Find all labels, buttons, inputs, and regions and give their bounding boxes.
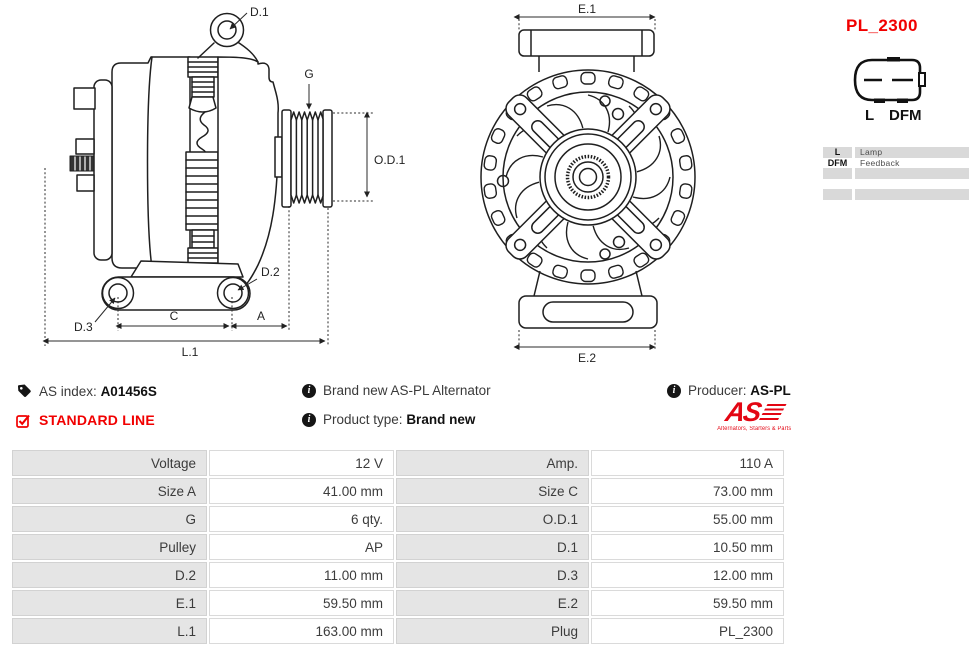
producer-label: Producer: [688, 383, 747, 398]
dim-label-e2: E.2 [578, 351, 596, 365]
spec-value: 55.00 mm [591, 506, 784, 532]
table-row: Pulley AP D.1 10.50 mm [12, 534, 784, 560]
spec-value: 6 qty. [209, 506, 394, 532]
logo-tagline: Alternators, Starters & Parts [716, 426, 792, 432]
table-row: L.1 163.00 mm Plug PL_2300 [12, 618, 784, 644]
info-icon: i [667, 383, 681, 398]
as-index-label: AS index: [39, 383, 97, 399]
spec-value: PL_2300 [591, 618, 784, 644]
legend-row [823, 189, 969, 200]
table-row: Size A 41.00 mm Size C 73.00 mm [12, 478, 784, 504]
spec-value: 59.50 mm [209, 590, 394, 616]
table-row: E.1 59.50 mm E.2 59.50 mm [12, 590, 784, 616]
legend-key [823, 179, 852, 190]
spec-label: Voltage [12, 450, 207, 476]
as-index-value: A01456S [100, 383, 157, 399]
spec-value: 12.00 mm [591, 562, 784, 588]
spec-value: AP [209, 534, 394, 560]
spec-value: 10.50 mm [591, 534, 784, 560]
legend-row: DFM Feedback [823, 158, 969, 169]
producer-row: i Producer: AS-PL [667, 383, 791, 398]
product-line-label: STANDARD LINE [39, 412, 155, 428]
dim-label-d1: D.1 [250, 5, 269, 19]
alternator-front-view-drawing: E.1 E.2 [480, 2, 696, 365]
spec-label: Size C [396, 478, 589, 504]
description-row: i Brand new AS-PL Alternator [302, 383, 491, 398]
plug-pin-label-dfm: DFM [889, 107, 922, 124]
legend-row [823, 179, 969, 190]
plug-pin-label-l: L [865, 107, 875, 124]
threaded-stud [69, 155, 95, 172]
spec-value: 59.50 mm [591, 590, 784, 616]
spec-label: E.2 [396, 590, 589, 616]
spec-label: E.1 [12, 590, 207, 616]
info-icon: i [302, 383, 316, 398]
spec-value: 12 V [209, 450, 394, 476]
spec-table: Voltage 12 V Amp. 110 A Size A 41.00 mm … [10, 448, 786, 646]
legend-key: L [823, 147, 852, 158]
spec-label: D.1 [396, 534, 589, 560]
info-icon: i [302, 412, 316, 427]
legend-row: L Lamp [823, 147, 969, 158]
legend-desc [854, 168, 969, 179]
legend-desc: Feedback [859, 157, 900, 168]
shaft-center-hole [578, 167, 598, 187]
checkbox-checked-icon [16, 413, 32, 428]
spec-label: O.D.1 [396, 506, 589, 532]
product-type-row: i Product type: Brand new [302, 412, 475, 427]
legend-key: DFM [827, 157, 848, 168]
spec-label: G [12, 506, 207, 532]
legend-key [823, 189, 852, 200]
spec-value: 41.00 mm [209, 478, 394, 504]
top-mounting-lug [518, 29, 655, 57]
legend-desc: Lamp [854, 147, 969, 158]
product-type-value: Brand new [406, 412, 476, 427]
spec-label: Pulley [12, 534, 207, 560]
alternator-side-view-drawing: D.1 G O.D.1 D.2 D.3 C A L.1 [42, 5, 406, 359]
table-row: Voltage 12 V Amp. 110 A [12, 450, 784, 476]
spec-value: 11.00 mm [209, 562, 394, 588]
spec-value: 163.00 mm [209, 618, 394, 644]
spec-label: Plug [396, 618, 589, 644]
legend-row [823, 168, 969, 179]
logo-stripes [758, 403, 787, 421]
dim-label-l1: L.1 [182, 345, 199, 359]
front-view-body [480, 29, 696, 329]
plug-panel: PL_2300 L DFM L Lamp DFM Feedback [820, 14, 972, 210]
tag-icon [16, 383, 32, 399]
legend-key [823, 168, 852, 179]
side-view-body [69, 12, 333, 311]
spec-value: 110 A [591, 450, 784, 476]
as-pl-logo: AS Alternators, Starters & Parts [712, 397, 796, 432]
front-view-dimensions [513, 14, 656, 351]
spec-label: D.3 [396, 562, 589, 588]
legend-desc [855, 179, 969, 190]
spec-value: 73.00 mm [591, 478, 784, 504]
plug-code: PL_2300 [846, 16, 918, 35]
producer-value: AS-PL [750, 383, 791, 398]
dim-label-d3: D.3 [74, 320, 93, 334]
dim-label-a: A [257, 309, 265, 323]
dim-label-od1: O.D.1 [374, 153, 406, 167]
dim-label-d2: D.2 [261, 265, 280, 279]
plug-legend: L Lamp DFM Feedback [823, 147, 969, 200]
table-row: D.2 11.00 mm D.3 12.00 mm [12, 562, 784, 588]
legend-desc [854, 189, 969, 200]
logo-as-text: AS [723, 397, 763, 427]
dim-label-e1: E.1 [578, 2, 596, 16]
product-type-label: Product type: [323, 412, 403, 427]
as-index-row: AS index: A01456S [16, 383, 157, 399]
spec-label: L.1 [12, 618, 207, 644]
spec-label: Amp. [396, 450, 589, 476]
spec-label: Size A [12, 478, 207, 504]
plug-connector-drawing [853, 57, 926, 103]
side-view-dimensions [42, 12, 374, 346]
description-text: Brand new AS-PL Alternator [323, 383, 491, 398]
product-line-row: STANDARD LINE [16, 412, 155, 428]
spec-label: D.2 [12, 562, 207, 588]
dim-label-g: G [304, 67, 313, 81]
dim-label-c: C [170, 309, 179, 323]
table-row: G 6 qty. O.D.1 55.00 mm [12, 506, 784, 532]
